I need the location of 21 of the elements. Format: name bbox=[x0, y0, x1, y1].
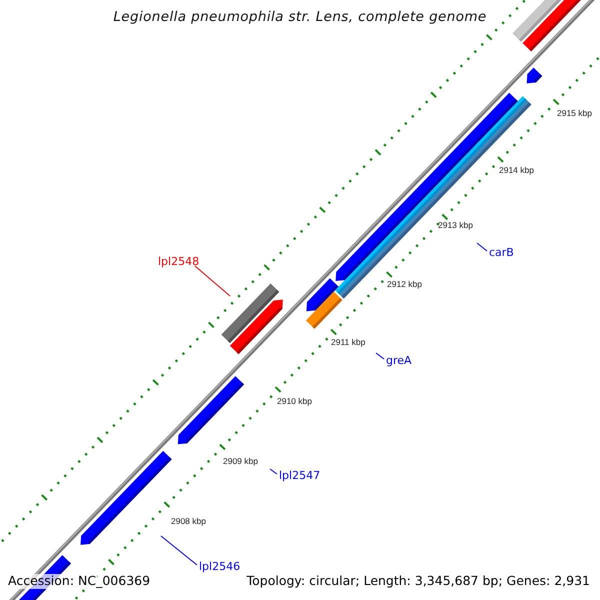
gene-label: carB bbox=[489, 247, 514, 258]
gene-label: greA bbox=[386, 355, 412, 366]
leader-line bbox=[476, 242, 488, 252]
tick-label: 2911 kbp bbox=[331, 338, 366, 346]
tick-label: 2913 kbp bbox=[438, 221, 473, 230]
gene-label: lpl2547 bbox=[279, 470, 320, 481]
leader-line bbox=[160, 536, 198, 566]
tick-label: 2908 kbp bbox=[171, 517, 206, 526]
genome-info-text: Topology: circular; Length: 3,345,687 bp; Genes: 2,931 bbox=[244, 574, 592, 588]
gene-label: lpl2546 bbox=[199, 561, 240, 572]
leader-line bbox=[270, 468, 278, 474]
tick-label: 2912 kbp bbox=[387, 280, 422, 288]
gene-label: lpl2548 bbox=[158, 256, 200, 267]
tick-label: 2910 kbp bbox=[277, 397, 312, 406]
accession-text: Accession: NC_006369 bbox=[6, 574, 152, 588]
leader-line bbox=[376, 352, 384, 360]
tick-label: 2915 kbp bbox=[557, 109, 592, 118]
leader-line bbox=[194, 266, 230, 296]
map-title: Legionella pneumophila str. Lens, complete genome bbox=[112, 11, 488, 24]
tick-label: 2914 kbp bbox=[499, 166, 534, 174]
tick-label: 2909 kbp bbox=[223, 457, 258, 466]
